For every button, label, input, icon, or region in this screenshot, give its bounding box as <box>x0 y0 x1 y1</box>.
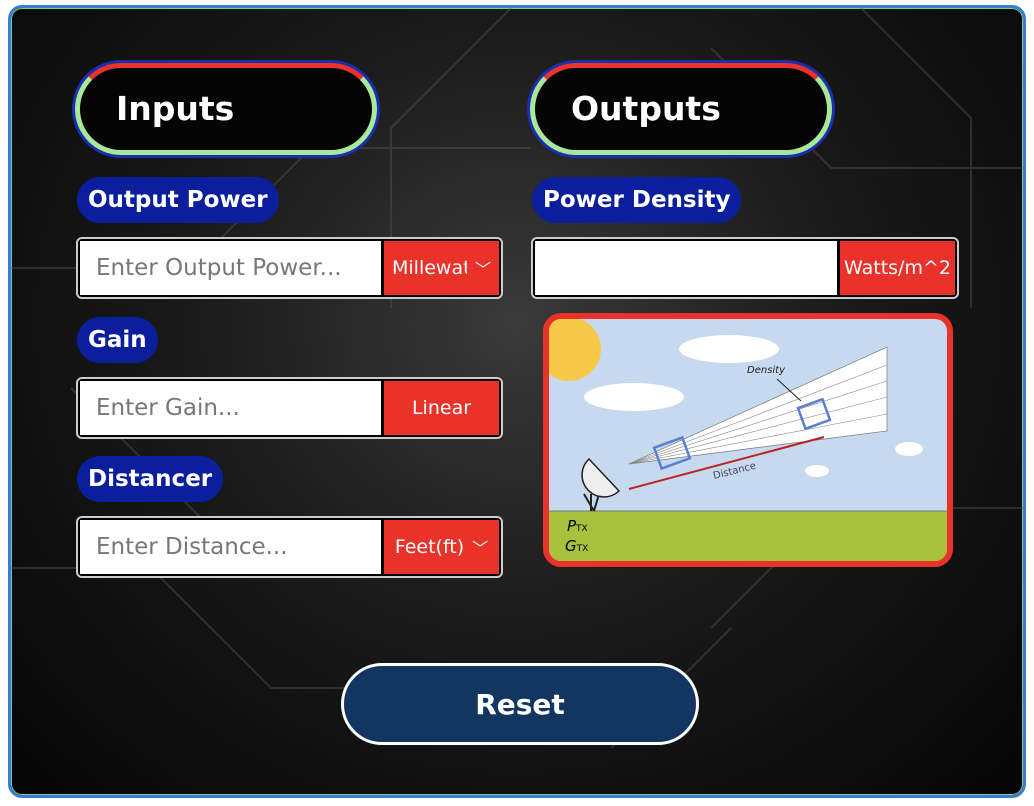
power-density-output <box>535 241 837 295</box>
inputs-heading: Inputs <box>75 63 377 155</box>
unit-value: Millewatts <box>392 257 467 279</box>
chevron-down-icon: ﹀ <box>474 260 491 279</box>
chevron-down-icon: ﹀ <box>472 539 489 558</box>
ptx-label: PTX <box>567 517 588 535</box>
output-power-label: Output Power <box>77 177 279 223</box>
app-frame: Inputs Outputs Output Power Millewatts﹀ … <box>8 5 1026 798</box>
gain-unit[interactable]: Linear <box>384 381 499 435</box>
power-density-unit: Watts/m^2 <box>840 241 955 295</box>
power-density-field: Watts/m^2 <box>531 237 959 299</box>
gain-field: Linear <box>76 377 503 439</box>
distance-input[interactable] <box>80 520 381 574</box>
reset-button[interactable]: Reset <box>341 663 699 745</box>
dish-icon <box>581 457 621 498</box>
power-density-label: Power Density <box>532 177 742 223</box>
distance-unit-select[interactable]: Feet(ft) ﹀ <box>384 520 499 574</box>
unit-value: Feet(ft) <box>394 536 465 558</box>
output-power-field: Millewatts ﹀ <box>76 237 503 299</box>
gain-input[interactable] <box>80 381 381 435</box>
output-power-unit-select[interactable]: Millewatts ﹀ <box>384 241 499 295</box>
distance-field: Feet(ft) ﹀ <box>76 516 503 578</box>
gtx-label: GTX <box>565 537 588 555</box>
distance-label: Distancer <box>77 456 224 502</box>
distance-caption: Distance <box>712 461 757 482</box>
density-caption: Density <box>747 365 786 376</box>
gain-label: Gain <box>77 317 158 363</box>
sun-icon <box>549 319 601 381</box>
power-density-diagram: Density Distance PTX GTX <box>543 313 953 567</box>
outputs-heading: Outputs <box>530 63 832 155</box>
output-power-input[interactable] <box>80 241 381 295</box>
